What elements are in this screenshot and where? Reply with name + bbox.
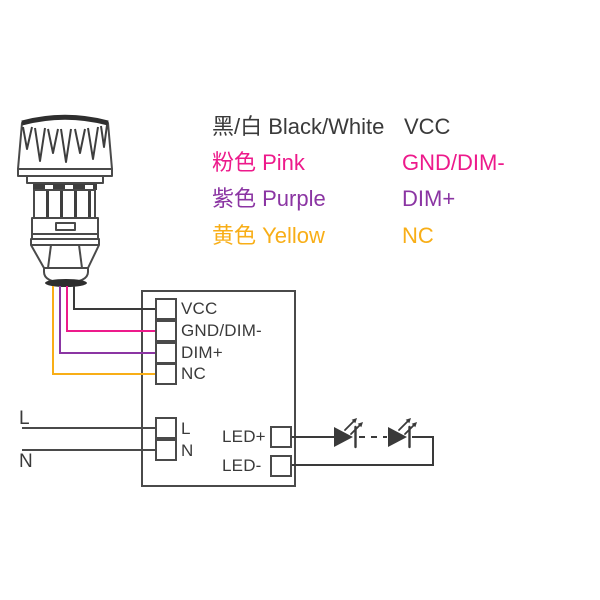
mains-label-neutral: N	[19, 451, 33, 472]
terminal-label-nc: NC	[181, 364, 206, 383]
terminal-label-vcc: VCC	[181, 299, 218, 318]
dimmer-knob-illustration	[17, 114, 113, 287]
terminal-squares	[155, 298, 292, 477]
terminal-gnd-dim	[155, 320, 177, 342]
mains-label-live: L	[19, 408, 30, 429]
led-output-wiring	[291, 436, 434, 466]
legend-wire-yellow: 黄色 Yellow	[212, 223, 325, 248]
wire-black-vcc	[73, 286, 156, 310]
terminal-led-plus	[270, 426, 292, 448]
legend-signal-dim-plus: DIM+	[402, 186, 456, 211]
wire-pink-gnd	[66, 286, 156, 332]
wire-purple-dim	[59, 286, 156, 354]
legend-wire-pink: 粉色 Pink	[212, 150, 305, 175]
led-icon	[386, 416, 419, 449]
legend-wire-purple: 紫色 Purple	[212, 186, 326, 211]
terminal-dim-plus	[155, 342, 177, 364]
wire-yellow-nc	[52, 286, 156, 375]
led-icon	[332, 416, 365, 449]
terminal-vcc	[155, 298, 177, 320]
terminal-live	[155, 417, 177, 439]
terminal-label-led-plus: LED+	[222, 427, 266, 446]
legend-signal-vcc: VCC	[404, 114, 451, 139]
terminal-label-neutral: N	[181, 441, 194, 460]
terminal-label-dim-plus: DIM+	[181, 343, 223, 362]
legend-signal-nc: NC	[402, 223, 434, 248]
legend-wire-black-white: 黑/白 Black/White	[212, 114, 385, 139]
terminal-neutral	[155, 439, 177, 461]
terminal-led-minus	[270, 455, 292, 477]
terminal-label-gnd-dim: GND/DIM-	[181, 321, 262, 340]
terminal-label-live: L	[181, 419, 191, 438]
terminal-nc	[155, 363, 177, 385]
terminal-label-led-minus: LED-	[222, 456, 262, 475]
legend-signal-gnd-dim: GND/DIM-	[402, 150, 505, 175]
